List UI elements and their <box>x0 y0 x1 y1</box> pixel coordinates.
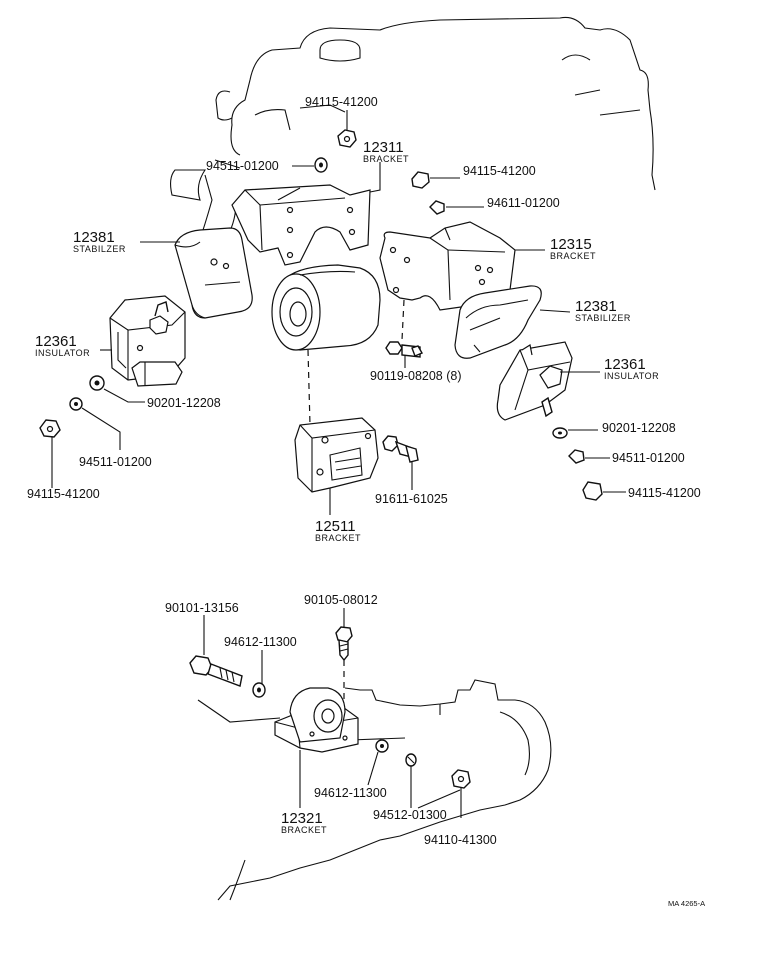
label-94611-01200: 94611-01200 <box>487 196 560 210</box>
label-12381-right: 12381 <box>575 298 617 315</box>
part-labels: 94115-41200 94511-01200 12311 BRACKET 94… <box>27 95 705 908</box>
label-12381-left-type: STABILZER <box>73 244 126 254</box>
label-94115-41200-top: 94115-41200 <box>305 95 378 109</box>
leader-lines <box>51 110 626 818</box>
label-94511-01200-top: 94511-01200 <box>206 159 279 173</box>
label-94115-41200-right-upper: 94115-41200 <box>463 164 536 178</box>
label-12311: 12311 <box>363 139 404 156</box>
stabilizer-12381-right <box>454 285 542 359</box>
label-94115-41200-right-lower: 94115-41200 <box>628 486 701 500</box>
label-12311-type: BRACKET <box>363 154 409 164</box>
bracket-12321 <box>274 687 359 753</box>
bracket-12311 <box>231 184 371 266</box>
engine-mount-body <box>271 264 381 351</box>
label-91611-61025: 91611-61025 <box>375 492 448 506</box>
label-12321: 12321 <box>281 810 323 827</box>
bracket-12511 <box>294 417 379 493</box>
label-90201-12208-right: 90201-12208 <box>602 421 676 435</box>
label-12315-type: BRACKET <box>550 251 596 261</box>
label-12315: 12315 <box>550 236 592 253</box>
label-12511-type: BRACKET <box>315 533 361 543</box>
hardware <box>39 129 603 501</box>
lower-hardware <box>189 626 471 789</box>
label-12381-right-type: STABILIZER <box>575 313 631 323</box>
assembly-lines <box>307 299 405 700</box>
label-94512-01300: 94512-01300 <box>373 808 447 822</box>
label-12361-right-type: INSULATOR <box>604 371 659 381</box>
insulator-12361-left <box>109 295 186 387</box>
stabilizer-12381-left <box>174 227 253 319</box>
label-94511-01200-left: 94511-01200 <box>79 455 152 469</box>
label-12321-type: BRACKET <box>281 825 327 835</box>
label-12361-left: 12361 <box>35 333 77 350</box>
label-94511-01200-right: 94511-01200 <box>612 451 685 465</box>
diagram-reference: MA 4265-A <box>668 899 705 908</box>
label-94115-41200-left: 94115-41200 <box>27 487 100 501</box>
label-94612-11300-lower: 94612-11300 <box>314 786 387 800</box>
label-12361-left-type: INSULATOR <box>35 348 90 358</box>
label-90119-08208: 90119-08208 (8) <box>370 369 462 383</box>
label-94612-11300-upper: 94612-11300 <box>224 635 297 649</box>
label-12511: 12511 <box>315 518 356 535</box>
label-12361-right: 12361 <box>604 356 646 373</box>
label-12381-left: 12381 <box>73 229 115 246</box>
insulator-12361-right <box>496 341 573 421</box>
transmission-outline <box>197 679 552 901</box>
label-90101-13156: 90101-13156 <box>165 601 239 615</box>
engine-outline <box>169 16 656 246</box>
label-90201-12208-left: 90201-12208 <box>147 396 221 410</box>
label-90105-08012: 90105-08012 <box>304 593 378 607</box>
label-94110-41300: 94110-41300 <box>424 833 497 847</box>
